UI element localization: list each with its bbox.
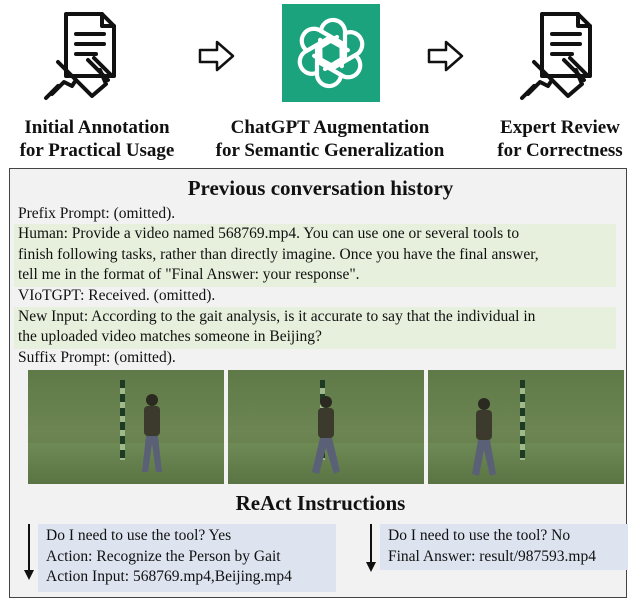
stage-line2: for Practical Usage [19,140,175,161]
right-arrow-icon [427,40,464,72]
stage-label-review: Expert Review for Correctness [482,116,638,162]
new-input-line-1: New Input: According to the gait analysi… [18,308,536,325]
react-no-block: Do I need to use the tool? No Final Answ… [380,524,628,570]
new-input-line-2: the uploaded video matches someone in Be… [18,328,322,345]
react-action-input: Action Input: 568769.mp4,Beijing.mp4 [46,568,292,585]
stage-line1: ChatGPT Augmentation [230,117,430,138]
react-action: Action: Recognize the Person by Gait [46,547,281,565]
human-highlight [14,224,616,287]
stage-line2: for Semantic Generalization [215,140,445,161]
person-figure [312,396,340,474]
react-final-answer: Final Answer: result/987593.mp4 [388,547,596,565]
human-line-3: tell me in the format of "Final Answer: … [18,266,360,283]
prefix-prompt: Prefix Prompt: (omitted). [18,205,176,222]
document-hand-icon [520,12,592,100]
gait-frame-1 [28,370,224,484]
stage-label-annotation: Initial Annotation for Practical Usage [14,116,180,162]
chatgpt-logo-icon [282,4,380,102]
new-input-highlight [14,307,616,349]
down-arrow-icon [366,524,376,572]
react-question: Do I need to use the tool? Yes [46,527,232,544]
gait-frame-3 [428,370,624,484]
right-arrow-icon [198,40,235,72]
down-arrow-icon [24,524,34,580]
history-title: Previous conversation history [187,176,454,200]
suffix-prompt: Suffix Prompt: (omitted). [18,349,176,366]
document-hand-icon [44,12,116,100]
human-line-2: finish following tasks, rather than dire… [18,246,539,263]
person-figure [142,394,162,472]
person-figure [472,398,496,476]
react-question: Do I need to use the tool? No [388,527,571,544]
react-title: ReAct Instructions [235,491,406,515]
stage-label-augmentation: ChatGPT Augmentation for Semantic Genera… [205,116,455,162]
stage-line1: Expert Review [500,117,620,138]
stage-line1: Initial Annotation [24,117,170,138]
gait-frame-2 [228,370,424,484]
human-line-1: Human: Provide a video named 568769.mp4.… [18,225,520,242]
viotgpt-line: VIoTGPT: Received. (omitted). [18,287,216,304]
react-yes-block: Do I need to use the tool? Yes Action: R… [38,524,336,592]
stage-line2: for Correctness [497,140,623,161]
